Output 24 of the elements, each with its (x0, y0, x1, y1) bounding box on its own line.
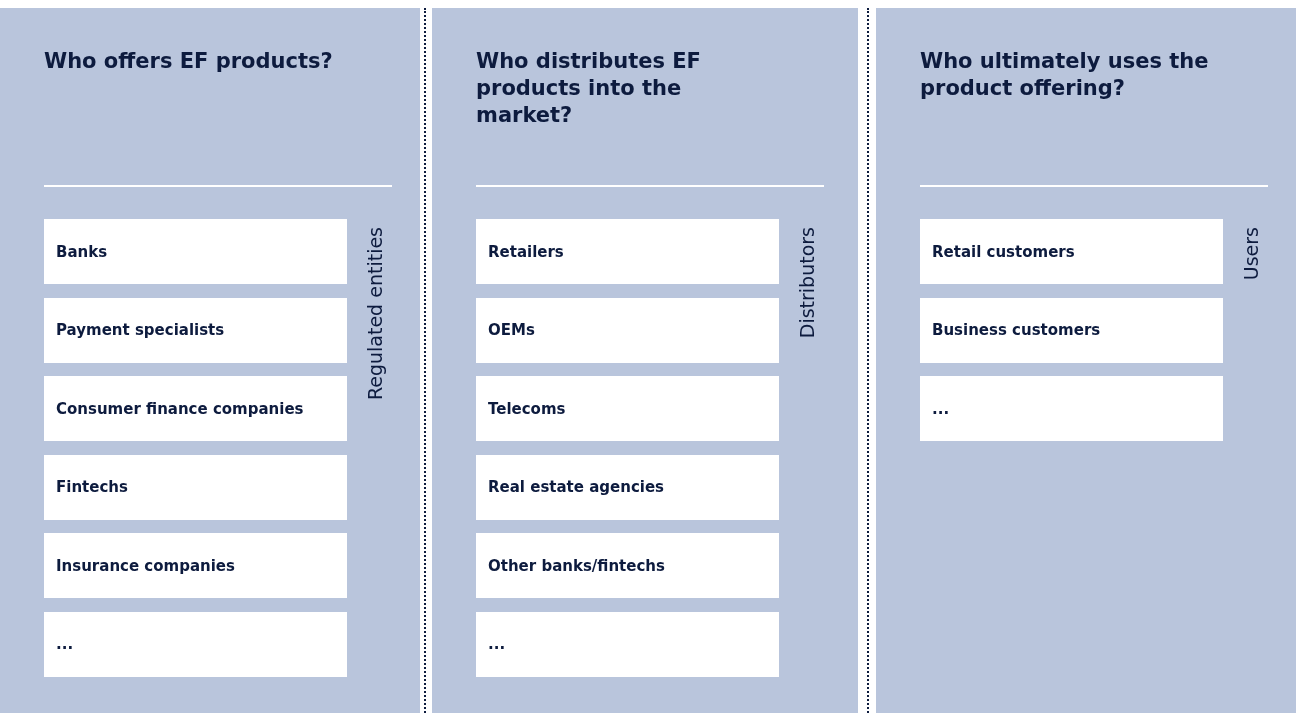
column-panel (876, 8, 1296, 713)
entry-card: Retailers (476, 219, 779, 284)
entry-card: Telecoms (476, 376, 779, 441)
side-label: Users (1240, 227, 1262, 281)
entry-card: ... (920, 376, 1223, 441)
entry-card: ... (476, 611, 779, 677)
entry-card: Consumer finance companies (44, 376, 347, 441)
entry-card: OEMs (476, 297, 779, 363)
column-heading: Who offers EF products? (44, 48, 334, 75)
column-heading: Who distributes EF products into the market? (476, 48, 702, 129)
entry-card: Business customers (920, 297, 1223, 363)
entry-card: Fintechs (44, 454, 347, 520)
column-heading: Who ultimately uses the product offering? (920, 48, 1210, 102)
entry-card: Retail customers (920, 219, 1223, 284)
entry-card: Real estate agencies (476, 454, 779, 520)
side-label: Regulated entities (364, 227, 386, 401)
entry-card: Other banks/fintechs (476, 533, 779, 598)
column-panel (432, 8, 858, 713)
side-label: Distributors (796, 227, 818, 339)
entry-card: Banks (44, 219, 347, 284)
entry-card: ... (44, 611, 347, 677)
entry-card: Insurance companies (44, 533, 347, 598)
column-panel (0, 8, 420, 713)
entry-card: Payment specialists (44, 297, 347, 363)
